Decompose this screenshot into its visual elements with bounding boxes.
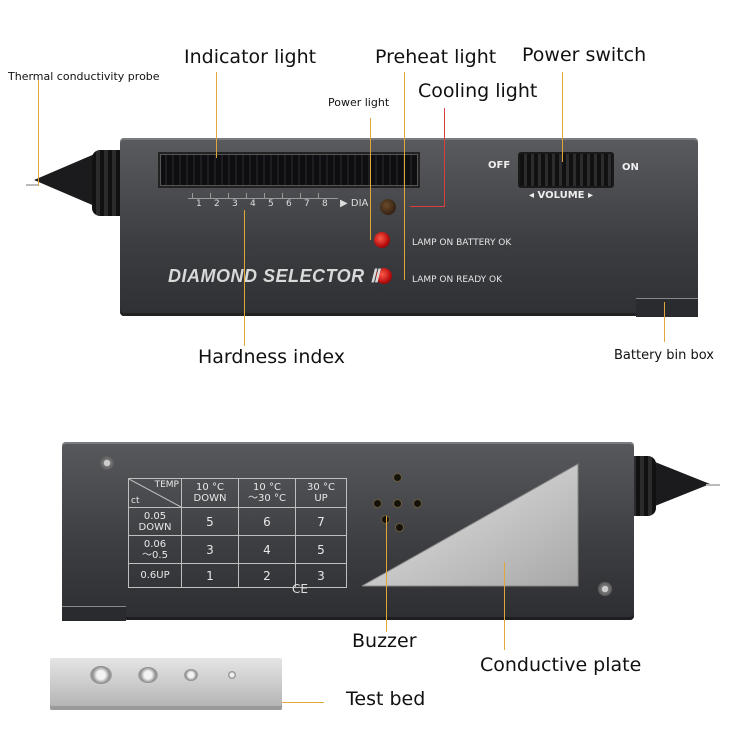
ce-mark: CE xyxy=(292,582,308,596)
leader-buzzer xyxy=(386,516,387,632)
probe-grip xyxy=(92,150,122,216)
table-cell: 2 xyxy=(238,563,296,588)
scale-tick xyxy=(264,193,265,199)
leader-hardness xyxy=(244,210,245,346)
volume-label: ◂ VOLUME ▸ xyxy=(529,190,593,201)
callout-thermal-probe: Thermal conductivity probe xyxy=(8,70,160,83)
temperature-table: TEMP ct 10 °C DOWN 10 °C ～30 °C 30 °C UP… xyxy=(128,478,347,588)
buzzer-hole xyxy=(374,500,381,507)
scale-tick xyxy=(246,193,247,199)
lamp-battery-label: LAMP ON BATTERY OK xyxy=(412,238,512,248)
back-cap xyxy=(62,606,126,621)
corner-diagonal xyxy=(129,479,181,507)
table-cell: 4 xyxy=(238,535,296,564)
indicator-light-bar xyxy=(158,152,420,188)
leader-battery xyxy=(664,302,665,342)
scale-number: 6 xyxy=(286,199,292,209)
corner-bottom-label: ct xyxy=(131,496,140,506)
table-cell: 7 xyxy=(295,507,347,536)
scale-tick xyxy=(300,193,301,199)
hardness-scale-line xyxy=(188,198,338,199)
table-cell: 6 xyxy=(238,507,296,536)
scale-number: 2 xyxy=(214,199,220,209)
scale-end-label: ▶ DIA xyxy=(340,198,369,209)
scale-tick xyxy=(210,193,211,199)
table-cell: 5 xyxy=(181,507,239,536)
buzzer-hole xyxy=(414,500,421,507)
test-pit xyxy=(228,671,236,679)
power-led-icon xyxy=(380,199,396,215)
col-header: 10 °C ～30 °C xyxy=(238,478,296,508)
brand-label: DIAMOND SELECTOR Ⅱ xyxy=(168,266,380,286)
table-cell: 5 xyxy=(295,535,347,564)
row-header: 0.6UP xyxy=(128,563,182,588)
callout-battery-bin: Battery bin box xyxy=(614,348,714,363)
scale-number: 8 xyxy=(322,199,328,209)
leader-plate xyxy=(504,562,505,650)
callout-test-bed: Test bed xyxy=(346,688,426,710)
callout-cooling-light: Cooling light xyxy=(418,80,538,102)
scale-tick xyxy=(228,193,229,199)
row-header: 0.05 DOWN xyxy=(128,507,182,536)
leader-thermal xyxy=(38,80,39,186)
leader-cooling xyxy=(444,108,445,206)
test-pit xyxy=(90,666,112,684)
test-pit xyxy=(138,667,158,683)
table-cell: 3 xyxy=(295,563,347,588)
callout-buzzer: Buzzer xyxy=(352,630,417,652)
buzzer-hole xyxy=(396,524,403,531)
cooling-led-icon xyxy=(376,268,392,284)
callout-preheat-light: Preheat light xyxy=(375,46,497,68)
buzzer-hole xyxy=(382,516,389,523)
scale-tick xyxy=(282,193,283,199)
leader-power xyxy=(370,118,371,240)
power-switch[interactable] xyxy=(518,152,614,188)
table-corner: TEMP ct xyxy=(128,478,182,508)
screw-icon xyxy=(100,456,114,470)
row-header: 0.06 ～0.5 xyxy=(128,535,182,564)
battery-bin-cover[interactable] xyxy=(636,298,698,317)
scale-tick xyxy=(318,193,319,199)
switch-on-label: ON xyxy=(622,162,639,173)
preheat-led-icon xyxy=(374,232,390,248)
leader-testbed xyxy=(268,702,324,703)
scale-number: 3 xyxy=(232,199,238,209)
switch-off-label: OFF xyxy=(488,160,511,171)
leader-cooling-h xyxy=(410,206,445,207)
conductive-plate xyxy=(362,463,579,587)
col-header: 30 °C UP xyxy=(295,478,347,508)
probe-needle xyxy=(706,484,720,486)
lamp-ready-label: LAMP ON READY OK xyxy=(412,275,502,285)
callout-power-light: Power light xyxy=(328,96,390,109)
corner-top-label: TEMP xyxy=(154,480,179,490)
leader-preheat xyxy=(404,72,405,280)
probe-needle xyxy=(26,184,38,186)
leader-indicator xyxy=(216,72,217,158)
scale-number: 5 xyxy=(268,199,274,209)
callout-indicator-light: Indicator light xyxy=(184,46,317,68)
callout-power-switch: Power switch xyxy=(522,44,647,66)
callout-conductive-plate: Conductive plate xyxy=(480,654,642,676)
scale-number: 7 xyxy=(304,199,310,209)
table-cell: 1 xyxy=(181,563,239,588)
screw-icon xyxy=(598,582,612,596)
buzzer-hole xyxy=(394,500,401,507)
scale-number: 4 xyxy=(250,199,256,209)
test-pit xyxy=(184,669,198,681)
buzzer-hole xyxy=(394,474,401,481)
callout-hardness-index: Hardness index xyxy=(198,346,346,368)
col-header: 10 °C DOWN xyxy=(181,478,239,508)
scale-tick xyxy=(192,193,193,199)
leader-switch xyxy=(562,72,563,162)
table-cell: 3 xyxy=(181,535,239,564)
scale-number: 1 xyxy=(196,199,202,209)
test-bed xyxy=(50,658,282,710)
